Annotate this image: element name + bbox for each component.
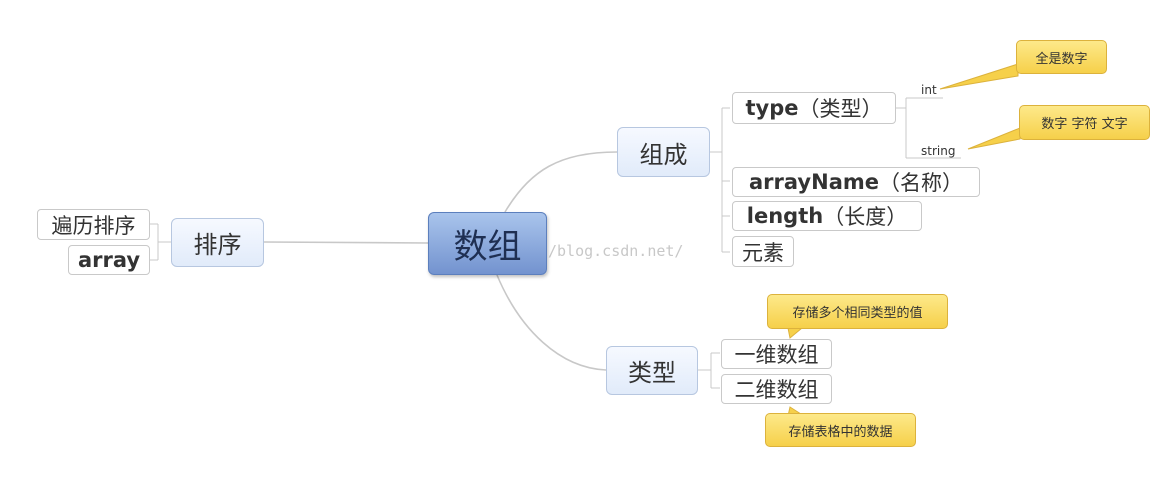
- link-central-composition: [504, 151, 618, 213]
- link-central-sort: [263, 241, 429, 244]
- callout-pointer-chars: [967, 127, 1021, 150]
- subtopic-type[interactable]: type（类型）: [732, 92, 896, 124]
- topic-sort[interactable]: 排序: [171, 218, 264, 267]
- callout-table-data[interactable]: 存储表格中的数据: [765, 413, 916, 447]
- subtopic-element-note: 元素: [742, 240, 784, 265]
- watermark-text: /blog.csdn.net/: [548, 242, 684, 260]
- callout-pointer-digits: [939, 63, 1019, 90]
- callout-same-type-values[interactable]: 存储多个相同类型的值: [767, 294, 948, 329]
- callout-digits-chars-text[interactable]: 数字 字符 文字: [1019, 105, 1150, 140]
- subtopic-2d-array[interactable]: 二维数组: [721, 374, 832, 404]
- bracket-kinds: [698, 352, 720, 389]
- subtopic-array[interactable]: array: [68, 245, 150, 275]
- subtopic-type-keyword: type: [745, 96, 799, 120]
- central-topic[interactable]: 数组: [428, 212, 547, 275]
- subtopic-array-name-keyword: arrayName: [749, 170, 879, 194]
- link-central-kinds: [496, 274, 607, 371]
- topic-kinds[interactable]: 类型: [606, 346, 698, 395]
- subtopic-length-note: （长度）: [823, 205, 908, 229]
- leaf-string[interactable]: string: [921, 144, 956, 158]
- bracket-composition: [710, 107, 730, 253]
- subtopic-type-note: （类型）: [798, 97, 883, 121]
- topic-composition[interactable]: 组成: [617, 127, 710, 177]
- subtopic-length-keyword: length: [746, 204, 824, 228]
- subtopic-element[interactable]: 元素: [732, 236, 794, 267]
- subtopic-array-name[interactable]: arrayName（名称）: [732, 167, 980, 197]
- subtopic-1d-array[interactable]: 一维数组: [721, 339, 832, 369]
- subtopic-array-name-note: （名称）: [878, 171, 963, 195]
- subtopic-length[interactable]: length（长度）: [732, 201, 922, 231]
- callout-pointer-same-type: [787, 327, 804, 339]
- bracket-sort: [150, 223, 171, 261]
- leaf-int[interactable]: int: [921, 83, 937, 97]
- callout-all-digits[interactable]: 全是数字: [1016, 40, 1107, 74]
- subtopic-traverse-sort[interactable]: 遍历排序: [37, 209, 150, 240]
- bracket-type: [896, 97, 961, 159]
